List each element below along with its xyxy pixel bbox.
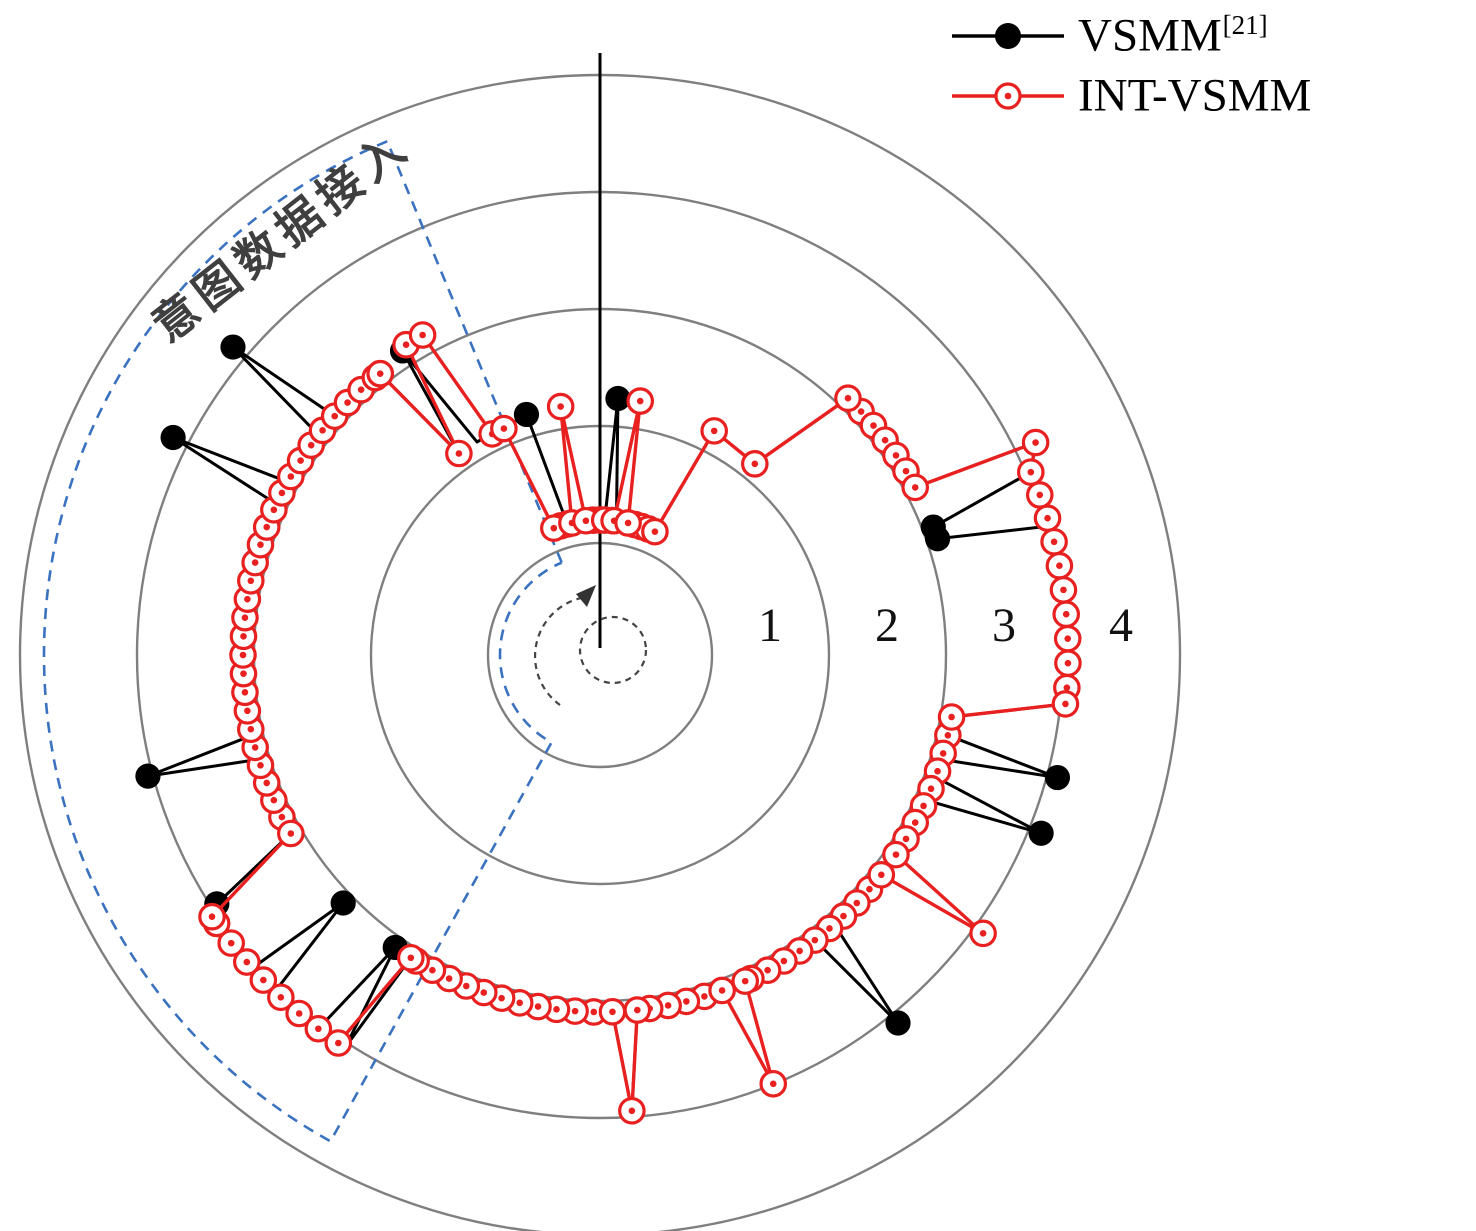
legend-item-vsmm: VSMM[21] — [948, 6, 1312, 66]
vsmm-marker-sample — [995, 23, 1021, 49]
rotation-arrowhead — [576, 585, 596, 607]
legend-item-int-vsmm: INT-VSMM — [948, 66, 1312, 126]
legend-label-int-vsmm: INT-VSMM — [1078, 69, 1312, 122]
ring-label: 2 — [875, 599, 899, 652]
series-vsmm — [135, 334, 1071, 1124]
legend: VSMM[21] INT-VSMM — [948, 6, 1312, 126]
ring-label: 1 — [758, 599, 782, 652]
rotation-direction-indicator — [533, 585, 648, 706]
int-vsmm-swatch — [952, 82, 1064, 110]
annotation-sector — [42, 139, 563, 1144]
ring-label: 3 — [992, 599, 1016, 652]
int-vsmm-marker-dot — [1004, 92, 1012, 100]
series-int-vsmm — [198, 321, 1082, 1125]
vsmm-swatch — [952, 23, 1064, 49]
legend-label-vsmm: VSMM[21] — [1078, 9, 1268, 62]
ring-label: 4 — [1109, 599, 1133, 652]
